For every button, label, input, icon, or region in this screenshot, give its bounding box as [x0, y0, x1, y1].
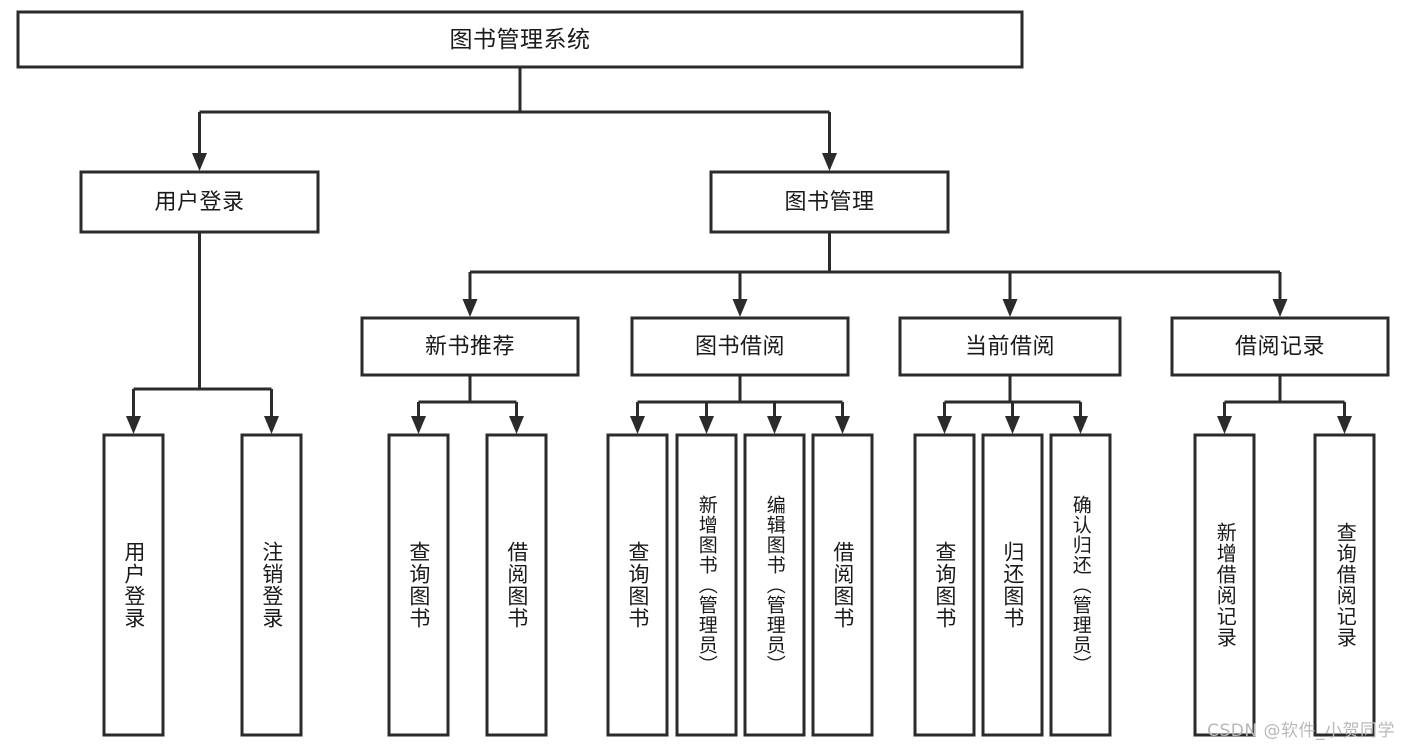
arrow-head-icon	[192, 153, 207, 171]
arrow-head-icon	[1002, 299, 1018, 317]
arrow-head-icon	[1272, 299, 1288, 317]
arrow-head-icon	[767, 416, 782, 434]
arrow-head-icon	[1005, 416, 1020, 434]
arrow-head-icon	[1217, 416, 1232, 434]
node-box-leaf-query-book-cur[interactable]	[913, 433, 976, 737]
node-box-book-borrow[interactable]	[630, 316, 850, 377]
node-label-current-borrow: 当前借阅	[965, 335, 1055, 360]
node-box-current-borrow[interactable]	[898, 316, 1122, 377]
arrow-head-icon	[937, 416, 952, 434]
arrow-head-icon	[126, 416, 141, 434]
arrow-head-icon	[509, 416, 524, 434]
arrow-head-icon	[462, 299, 478, 317]
node-box-borrow-record[interactable]	[1170, 316, 1390, 377]
arrow-head-icon	[1337, 416, 1352, 434]
node-label-borrow-record: 借阅记录	[1235, 335, 1325, 360]
arrow-head-icon	[1073, 416, 1088, 434]
node-box-leaf-return-book[interactable]	[981, 433, 1044, 737]
node-box-book-manage[interactable]	[709, 170, 950, 234]
node-box-leaf-edit-book[interactable]	[743, 433, 806, 737]
node-box-leaf-add-book[interactable]	[675, 433, 738, 737]
arrow-head-icon	[411, 416, 426, 434]
node-box-root[interactable]	[16, 10, 1024, 69]
node-box-leaf-confirm-return[interactable]	[1049, 433, 1112, 737]
node-label-book-manage: 图书管理	[784, 190, 874, 215]
node-label-new-book-rec: 新书推荐	[425, 335, 515, 360]
node-box-leaf-query-book[interactable]	[606, 433, 669, 737]
csdn-watermark: CSDN @软件_小贺同学	[1207, 721, 1395, 741]
node-label-book-borrow: 图书借阅	[695, 335, 785, 360]
arrow-head-icon	[835, 416, 850, 434]
node-box-leaf-user-login[interactable]	[102, 433, 165, 737]
arrow-head-icon	[732, 299, 748, 317]
node-box-leaf-query-record[interactable]	[1313, 433, 1376, 737]
node-box-user-login[interactable]	[79, 170, 320, 234]
node-box-leaf-query-book-rec[interactable]	[387, 433, 450, 737]
arrow-head-icon	[699, 416, 714, 434]
node-label-root: 图书管理系统	[450, 27, 591, 53]
edge-layer	[126, 67, 1352, 434]
node-box-new-book-rec[interactable]	[360, 316, 580, 377]
arrow-head-icon	[822, 153, 837, 171]
node-box-layer	[16, 10, 1390, 737]
node-box-leaf-add-record[interactable]	[1193, 433, 1256, 737]
arrow-head-icon	[264, 416, 279, 434]
arrow-head-icon	[630, 416, 645, 434]
node-box-leaf-borrow-book-rec[interactable]	[485, 433, 548, 737]
node-label-user-login: 用户登录	[154, 190, 244, 215]
node-box-leaf-user-logout[interactable]	[240, 433, 303, 737]
node-box-leaf-borrow-book[interactable]	[811, 433, 874, 737]
